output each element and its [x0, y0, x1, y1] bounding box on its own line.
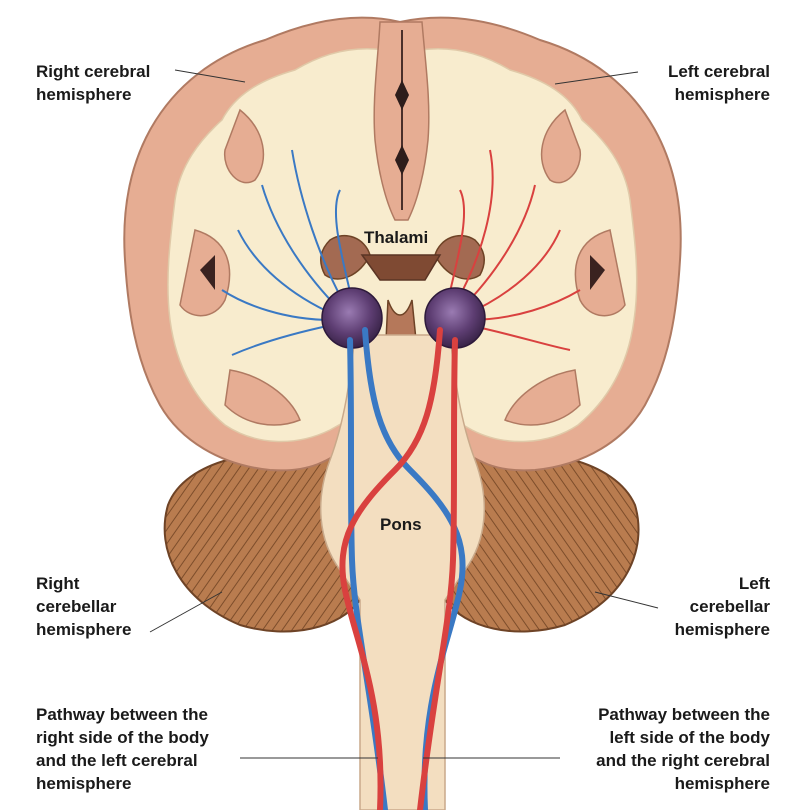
- cerebrum: [123, 16, 682, 472]
- label-pons: Pons: [380, 515, 422, 534]
- brainstem: [320, 334, 485, 810]
- label-left-cerebral-hemisphere: Left cerebral hemisphere: [667, 62, 770, 104]
- label-left-cerebellar-hemisphere: Left cerebellar hemisphere: [674, 574, 770, 639]
- leader-lines: [149, 69, 659, 759]
- label-thalami: Thalami: [364, 228, 429, 247]
- label-right-cerebellar-hemisphere: Right cerebellar hemisphere: [36, 574, 132, 639]
- blue-fibers: [221, 149, 353, 356]
- label-right-cerebral-hemisphere: Right cerebral hemisphere: [36, 62, 151, 104]
- label-pathway-left-body: Pathway between the left side of the bod…: [596, 705, 770, 793]
- red-pathway: [339, 327, 458, 810]
- label-pathway-right-body: Pathway between the right side of the bo…: [36, 705, 209, 793]
- cerebellum: [163, 451, 640, 633]
